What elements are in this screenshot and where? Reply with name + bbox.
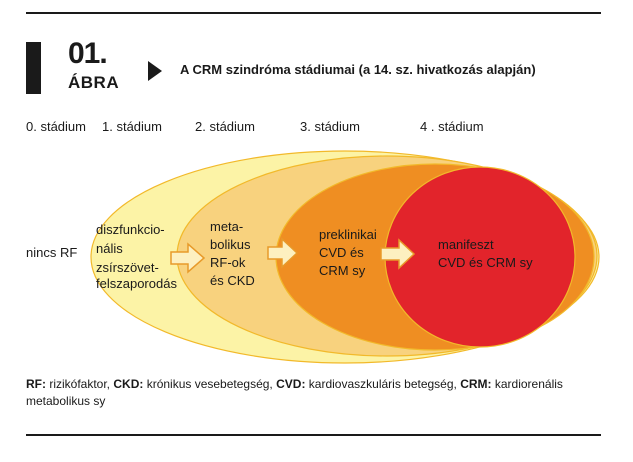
no-rf-label: nincs RF <box>26 245 77 260</box>
stage-label-2: 2. stádium <box>195 119 255 134</box>
stage-4-label: manifeszt CVD és CRM sy <box>438 237 533 270</box>
progression-arrow-1 <box>170 242 206 274</box>
progression-arrow-2 <box>267 237 299 269</box>
footnote-abbr-rf: RF: <box>26 377 46 391</box>
stage-2-label: meta- bolikus RF-ok és CKD <box>210 219 255 288</box>
footnote-abbr-cvd: CVD: <box>276 377 306 391</box>
footnote-def-ckd: krónikus vesebetegség, <box>143 377 277 391</box>
stage-1-label: diszfunkcio- nális zsírszövet- felszapor… <box>96 222 177 291</box>
footnote-def-rf: rizikófaktor, <box>46 377 114 391</box>
header-bar <box>26 42 41 94</box>
progression-arrow-3 <box>380 238 416 270</box>
footnote-def-cvd: kardiovaszkuláris betegség, <box>305 377 461 391</box>
footnote: RF: rizikófaktor, CKD: krónikus vesebete… <box>26 376 601 410</box>
footnote-abbr-ckd: CKD: <box>113 377 144 391</box>
bottom-rule <box>26 434 601 436</box>
figure-word: ÁBRA <box>68 73 120 92</box>
figure-title: A CRM szindróma stádiumai (a 14. sz. hiv… <box>180 62 536 77</box>
stage-label-0: 0. stádium <box>26 119 86 134</box>
footnote-def-crm: kardiorenális metabolikus sy <box>26 377 563 408</box>
top-rule <box>26 12 601 14</box>
title-arrow-icon <box>148 61 162 81</box>
stage-label-4: 4 . stádium <box>420 119 484 134</box>
figure-number: 01. <box>68 37 108 70</box>
stage-3-label: preklinikai CVD és CRM sy <box>319 227 380 278</box>
stage-label-1: 1. stádium <box>102 119 162 134</box>
footnote-abbr-crm: CRM: <box>460 377 492 391</box>
stage-label-3: 3. stádium <box>300 119 360 134</box>
